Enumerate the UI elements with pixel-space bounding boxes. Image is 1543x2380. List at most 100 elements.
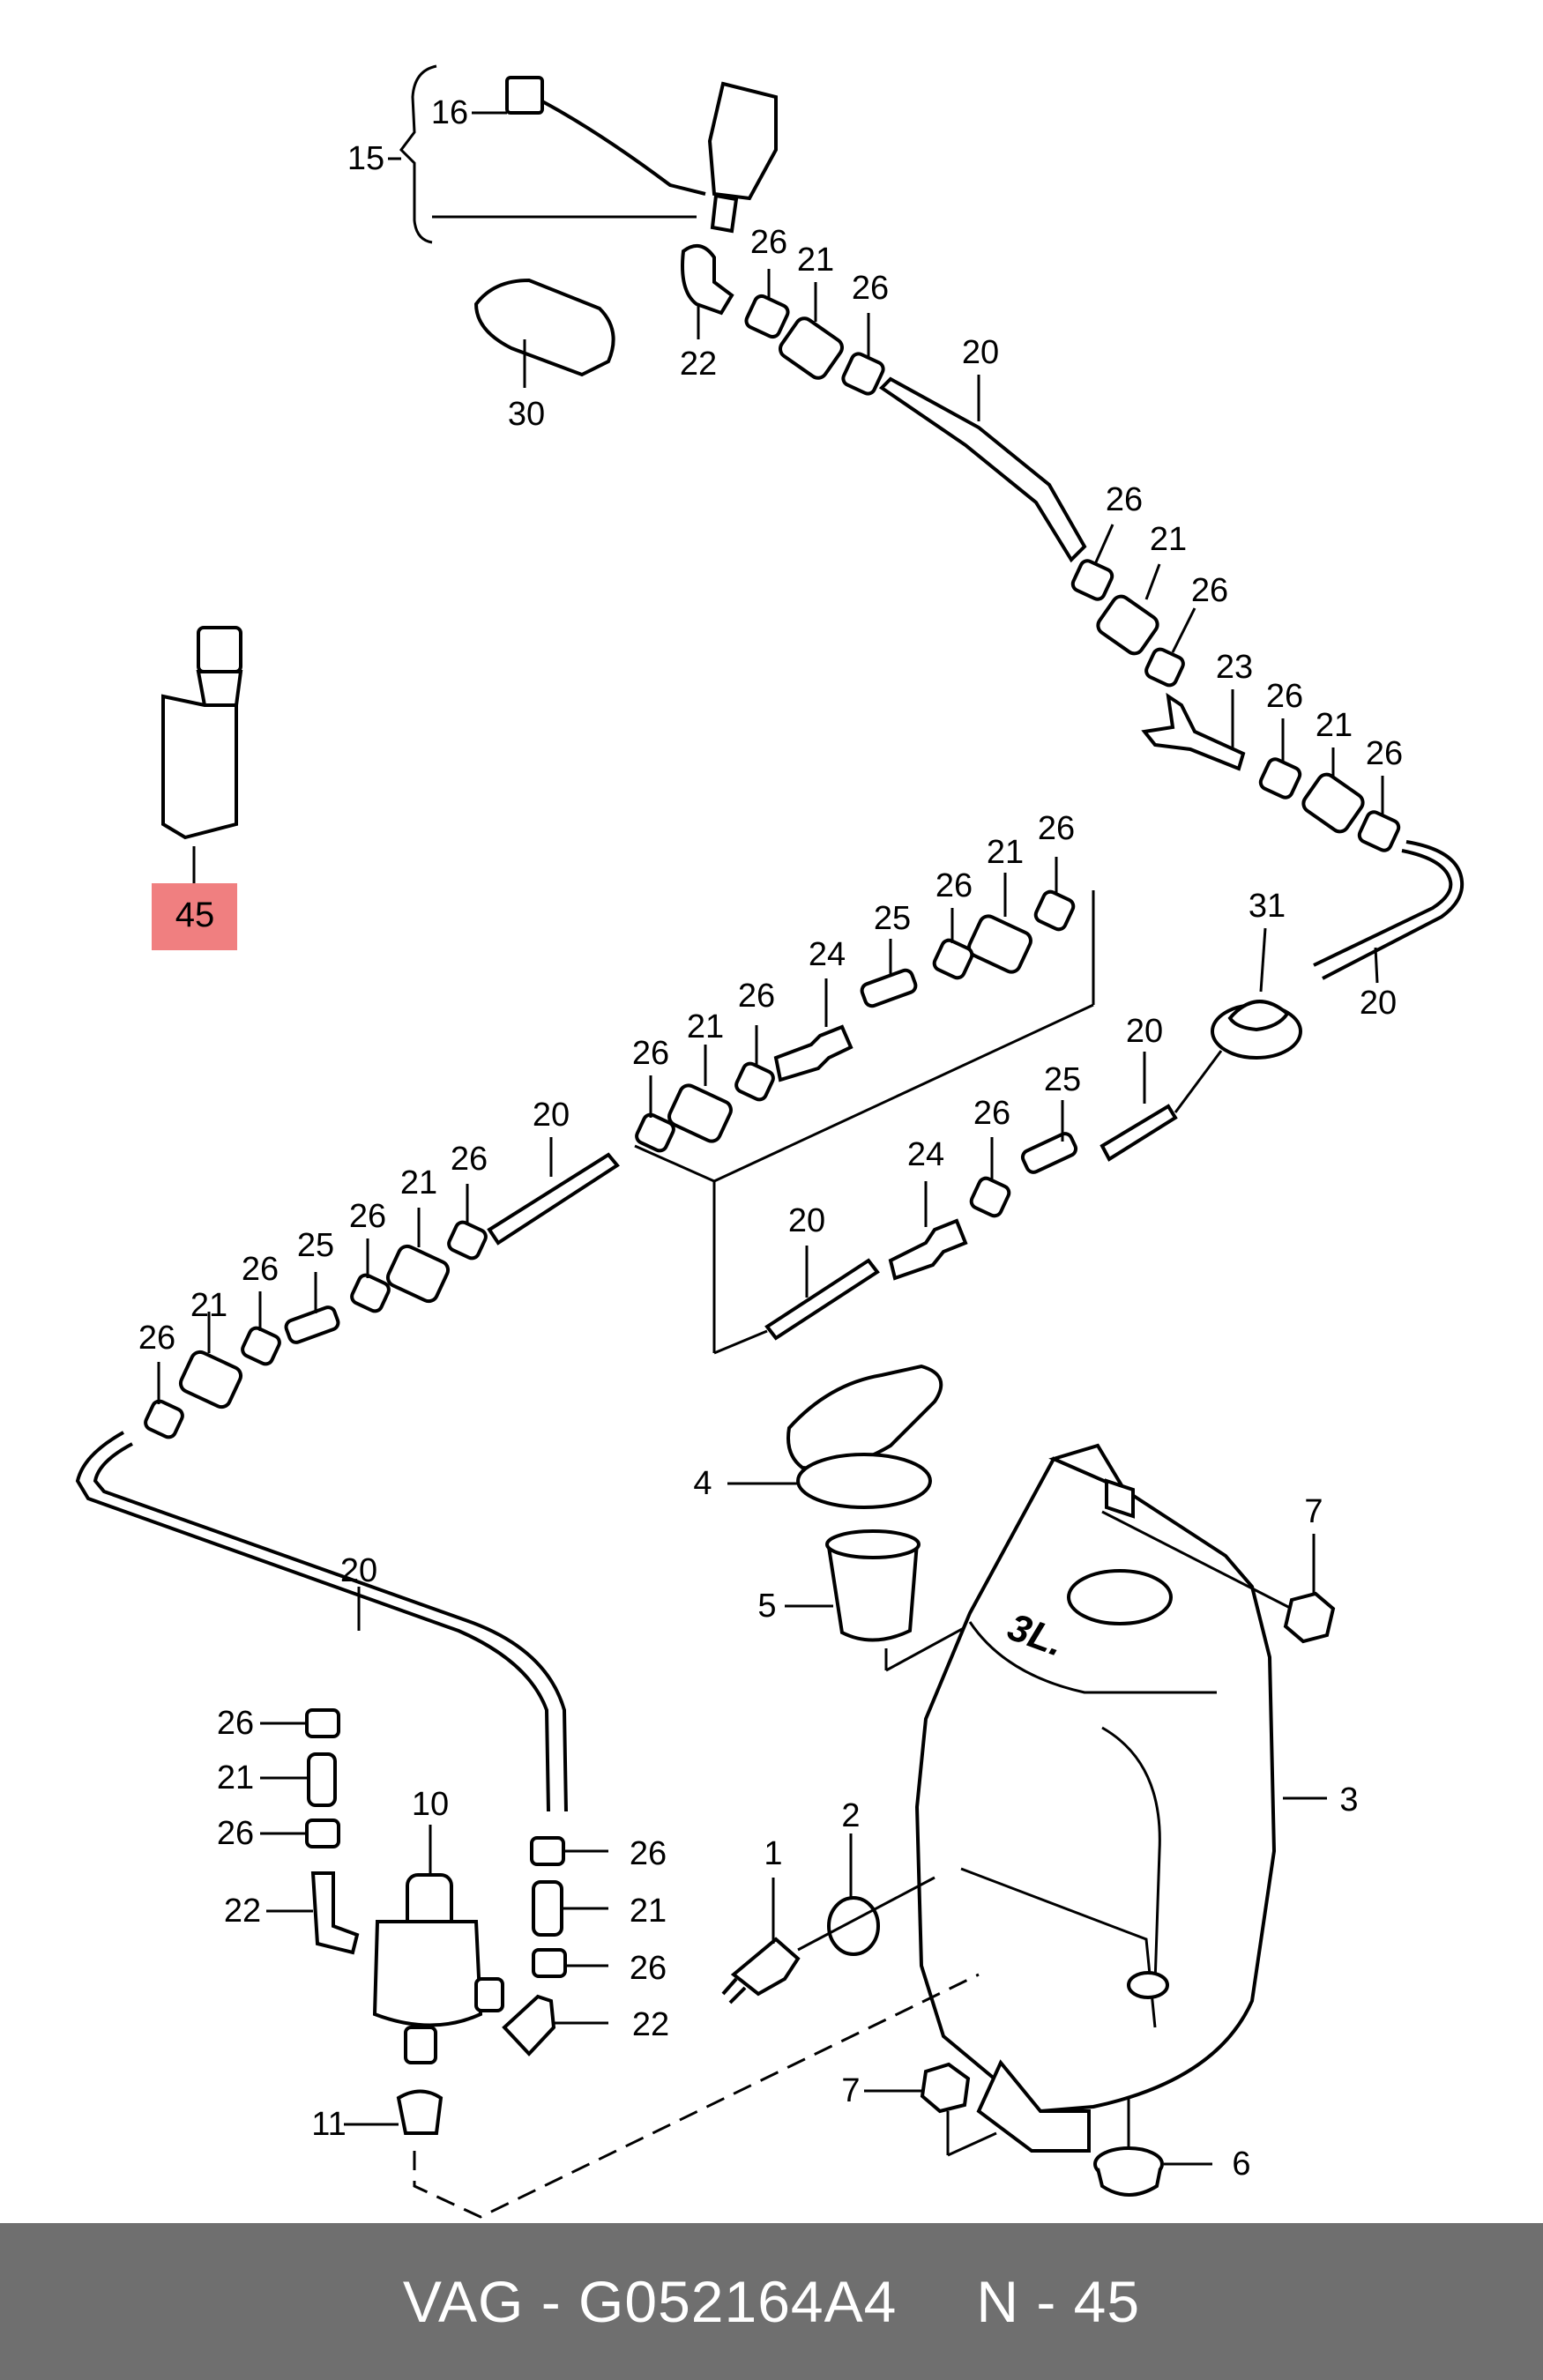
nozzle-24a bbox=[773, 1024, 853, 1082]
nozzle-body bbox=[707, 81, 778, 201]
pump-10-body bbox=[372, 1920, 483, 2027]
nozzle-group-15 bbox=[388, 64, 778, 244]
clamp-26k bbox=[969, 1176, 1011, 1218]
label-20: 20 bbox=[1360, 985, 1397, 1022]
hose-21f bbox=[385, 1244, 451, 1304]
label-25: 25 bbox=[1044, 1061, 1081, 1098]
elbow-22a bbox=[681, 243, 734, 316]
level-sender-1 bbox=[730, 1937, 801, 1997]
label-26: 26 bbox=[1266, 678, 1303, 715]
reservoir-body bbox=[914, 1456, 1277, 2114]
label-22: 22 bbox=[632, 2006, 669, 2043]
label-21: 21 bbox=[630, 1893, 667, 1930]
label-22: 22 bbox=[680, 346, 717, 383]
clamp-26a bbox=[744, 294, 790, 339]
clamp-26g bbox=[1033, 889, 1076, 932]
reservoir-contour-a bbox=[1101, 1726, 1161, 1984]
label-15: 15 bbox=[347, 140, 384, 177]
label-21: 21 bbox=[190, 1287, 227, 1324]
clamp-26q bbox=[305, 1818, 340, 1848]
clamp-26s bbox=[532, 1948, 567, 1978]
label-26: 26 bbox=[451, 1141, 488, 1178]
hose-20c bbox=[487, 1152, 620, 1246]
strainer-5 bbox=[826, 1540, 920, 1642]
corrugated-hose-20a bbox=[878, 376, 1087, 563]
grommet-6-body bbox=[1096, 2168, 1162, 2197]
sender-group bbox=[721, 1833, 935, 2004]
bottle-cap bbox=[197, 626, 242, 673]
reservoir-neck bbox=[1067, 1569, 1173, 1625]
tee-23 bbox=[1141, 692, 1246, 771]
clamp-26p bbox=[305, 1708, 340, 1738]
hose-21i bbox=[532, 1880, 563, 1937]
label-26: 26 bbox=[973, 1095, 1010, 1132]
reservoir-outlet bbox=[1127, 1971, 1169, 1999]
bottle-45 bbox=[152, 626, 243, 950]
connector-16 bbox=[505, 76, 544, 115]
filler-neck-ring bbox=[796, 1453, 932, 1509]
connector-25a bbox=[860, 968, 918, 1008]
hose-20e bbox=[764, 1258, 880, 1341]
long-hose-20f-edge bbox=[93, 1442, 568, 1812]
clamp-26j bbox=[635, 1112, 675, 1153]
reservoir-shoulder bbox=[968, 1621, 1217, 1694]
hose-21a bbox=[779, 316, 844, 380]
fasteners bbox=[864, 1510, 1336, 2197]
label-26: 26 bbox=[1106, 481, 1143, 518]
highlight-box-45 bbox=[152, 883, 237, 950]
reservoir-tab bbox=[1048, 1443, 1129, 1494]
connector-25c bbox=[284, 1305, 340, 1344]
leader-26c bbox=[1093, 524, 1114, 565]
valve-31-group bbox=[764, 927, 1302, 1341]
label-23: 23 bbox=[1216, 649, 1253, 686]
cover-30 bbox=[473, 278, 615, 388]
hose-20b bbox=[1313, 849, 1453, 967]
upper-hose-chain bbox=[681, 243, 1465, 984]
clamp-26d bbox=[1144, 647, 1185, 688]
connector-25b bbox=[1020, 1132, 1078, 1174]
hose-21c bbox=[1301, 772, 1365, 834]
bottle-body bbox=[161, 694, 238, 840]
pump-outlet bbox=[474, 1977, 504, 2012]
label-26: 26 bbox=[630, 1835, 667, 1872]
pump-mount-dashed bbox=[413, 1973, 980, 2219]
label-26: 26 bbox=[138, 1320, 175, 1357]
label-21: 21 bbox=[797, 242, 834, 279]
clamp-26l bbox=[447, 1220, 488, 1261]
nozzle-24b bbox=[888, 1218, 968, 1281]
label-25: 25 bbox=[297, 1227, 334, 1264]
part-labels: 16 15 26 21 26 22 30 20 26 21 26 23 26 2… bbox=[138, 94, 1403, 2183]
label-45-highlighted: 45 bbox=[175, 896, 215, 934]
label-21: 21 bbox=[217, 1759, 254, 1796]
leader-20b bbox=[1374, 947, 1379, 984]
elbow-22c bbox=[502, 1994, 556, 2056]
leader-21b bbox=[1144, 563, 1161, 600]
left-chain bbox=[75, 1184, 568, 1812]
clamp-26h bbox=[932, 938, 974, 980]
label-1: 1 bbox=[764, 1835, 782, 1872]
footer-bar: VAG - G052164A4 N - 45 bbox=[0, 2223, 1543, 2380]
label-30: 30 bbox=[508, 396, 545, 433]
middle-chain-upper bbox=[487, 857, 1095, 1355]
label-2: 2 bbox=[841, 1797, 860, 1834]
label-21: 21 bbox=[400, 1164, 437, 1201]
filler-group bbox=[727, 1364, 1081, 1672]
label-7: 7 bbox=[1304, 1493, 1323, 1530]
hose-20d bbox=[1099, 1104, 1178, 1162]
label-26: 26 bbox=[852, 270, 889, 307]
parts-diagram: 3L. bbox=[75, 64, 1465, 2219]
bottle-neck bbox=[196, 670, 243, 707]
clamp-26b bbox=[841, 352, 885, 396]
clamp-26e bbox=[1258, 757, 1302, 800]
label-5: 5 bbox=[757, 1588, 776, 1625]
label-3: 3 bbox=[1339, 1781, 1358, 1818]
pump-group bbox=[260, 1708, 980, 2219]
label-20: 20 bbox=[788, 1202, 825, 1239]
label-4: 4 bbox=[693, 1465, 712, 1502]
leader-26d bbox=[1171, 607, 1196, 653]
label-26: 26 bbox=[630, 1950, 667, 1987]
clamp-26r bbox=[530, 1836, 565, 1866]
frame-left-top bbox=[634, 1144, 715, 1183]
footer-part-number: VAG - G052164A4 bbox=[402, 2269, 898, 2334]
label-21: 21 bbox=[1150, 521, 1187, 558]
